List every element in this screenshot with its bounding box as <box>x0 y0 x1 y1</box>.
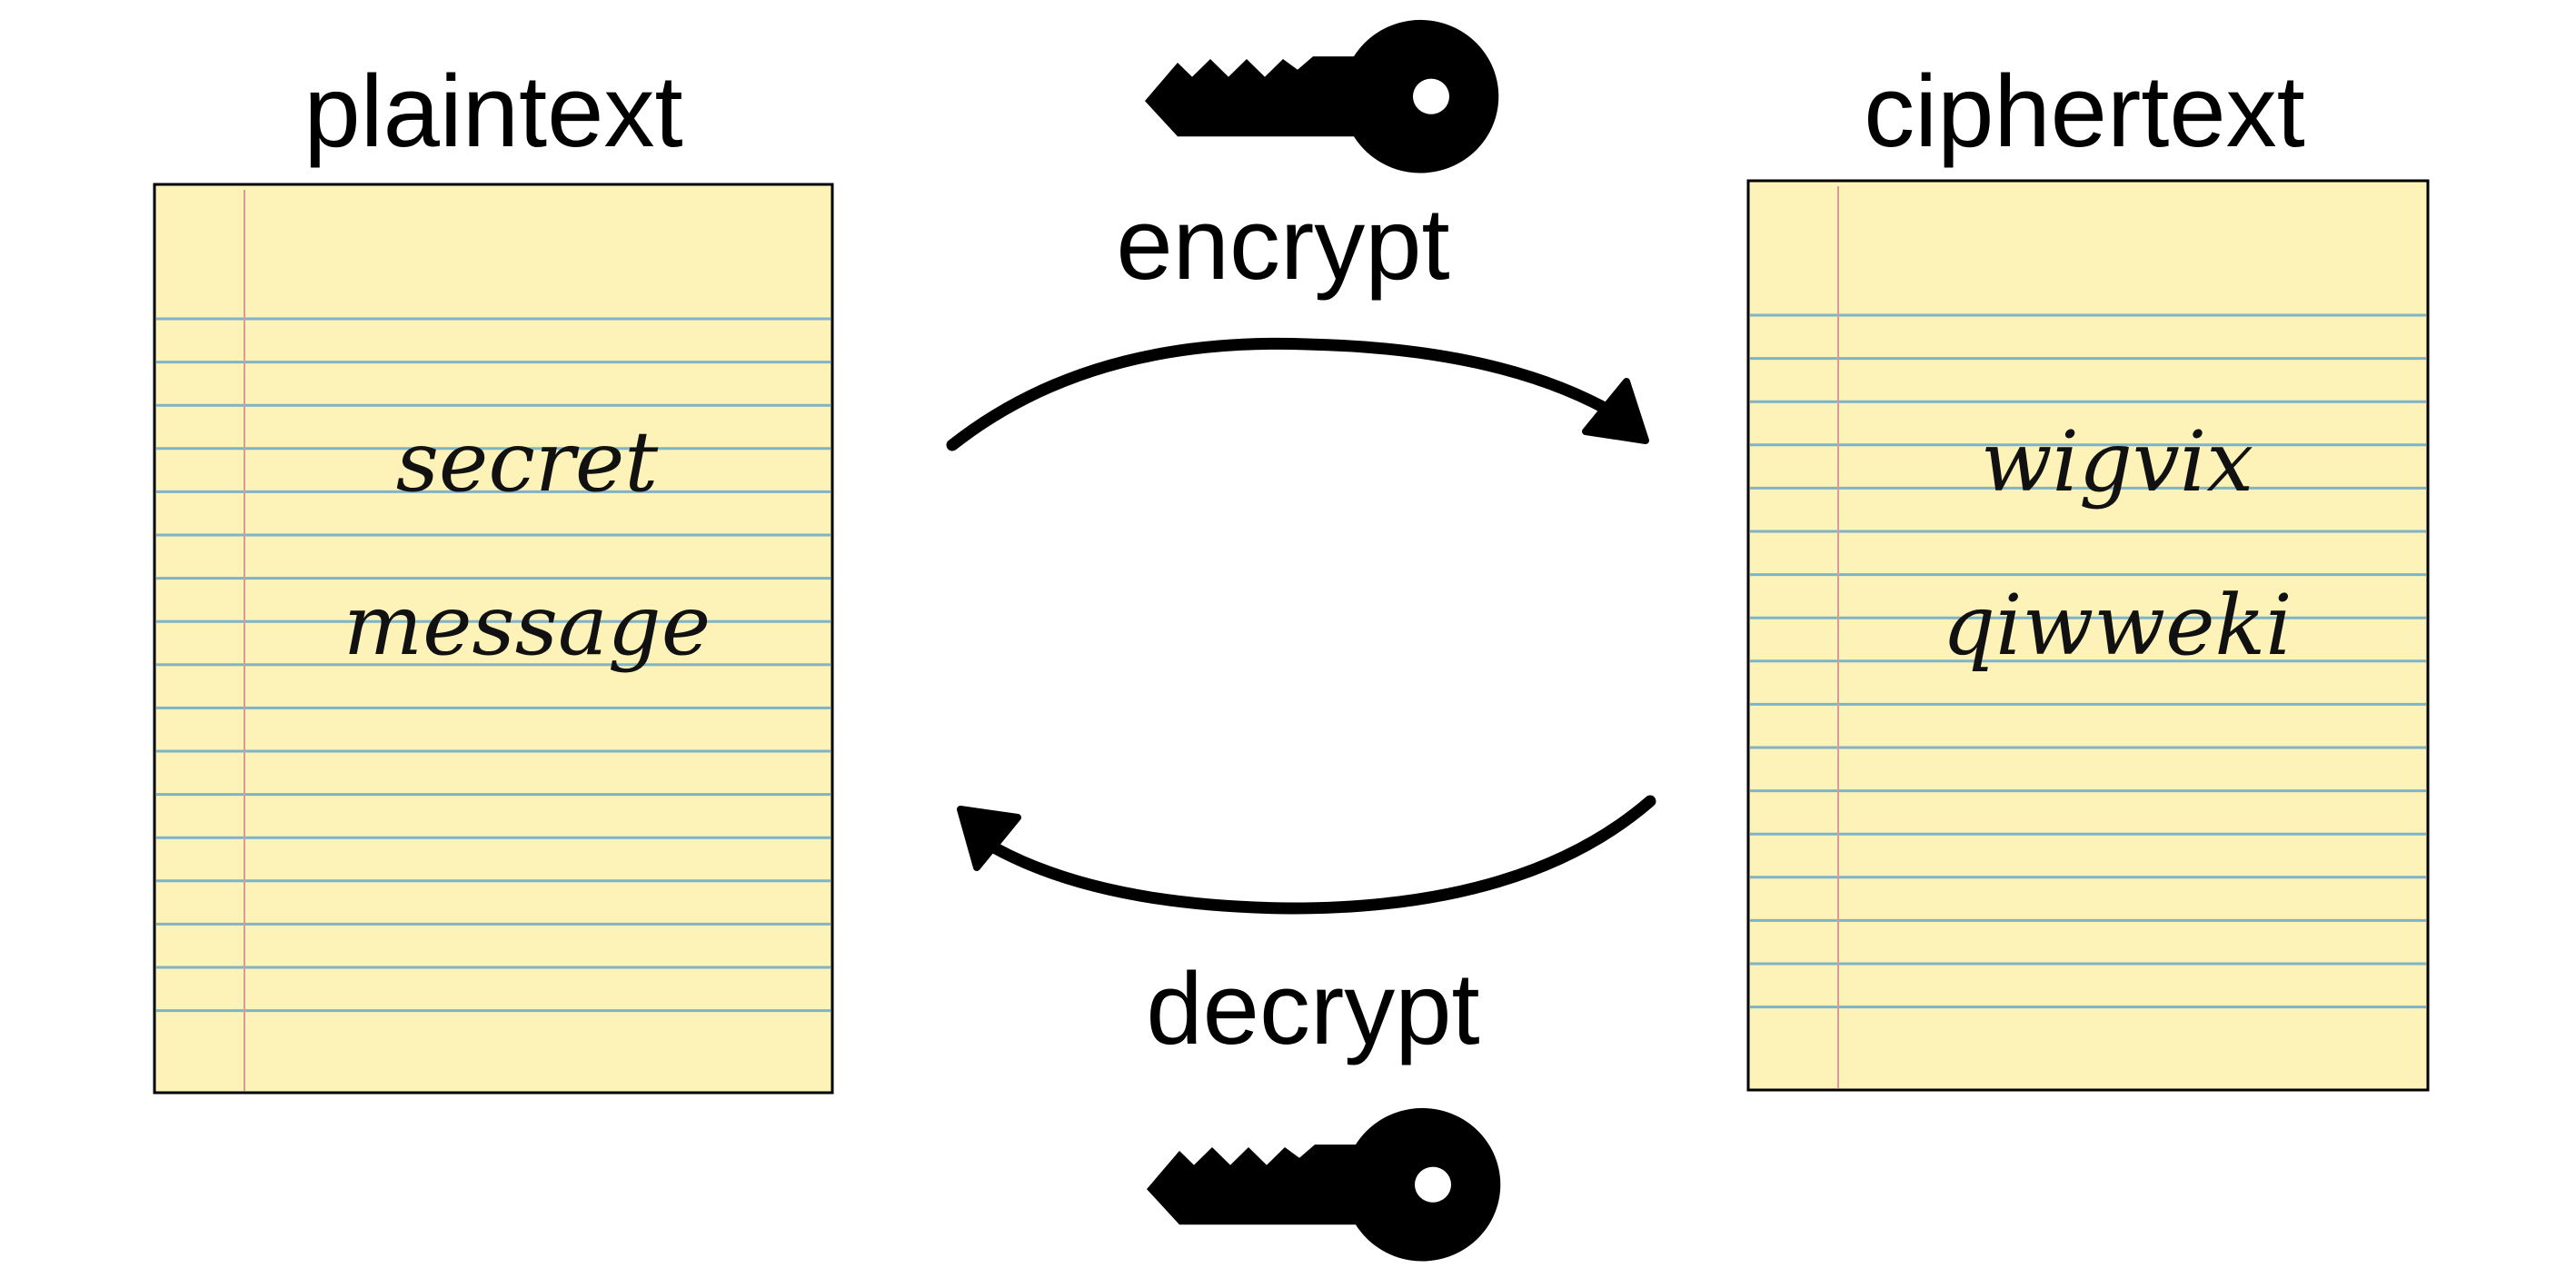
plaintext-paper <box>153 183 834 1095</box>
encrypt-arrow <box>946 337 1649 451</box>
ciphertext-line: wigvix <box>1981 413 2253 510</box>
decrypt-label: decrypt <box>1146 952 1479 1065</box>
ciphertext-title: ciphertext <box>1864 54 2305 168</box>
plaintext-line: secret <box>396 413 660 510</box>
plaintext-line: message <box>343 577 711 674</box>
encrypt-label: encrypt <box>1116 187 1449 301</box>
ciphertext-paper <box>1746 179 2430 1092</box>
plaintext-title: plaintext <box>303 54 682 168</box>
ciphertext-line: qiwweki <box>1942 577 2292 674</box>
encrypt-key-icon <box>1145 19 1499 173</box>
decrypt-key-icon <box>1147 1107 1501 1262</box>
decrypt-arrow <box>957 795 1656 915</box>
